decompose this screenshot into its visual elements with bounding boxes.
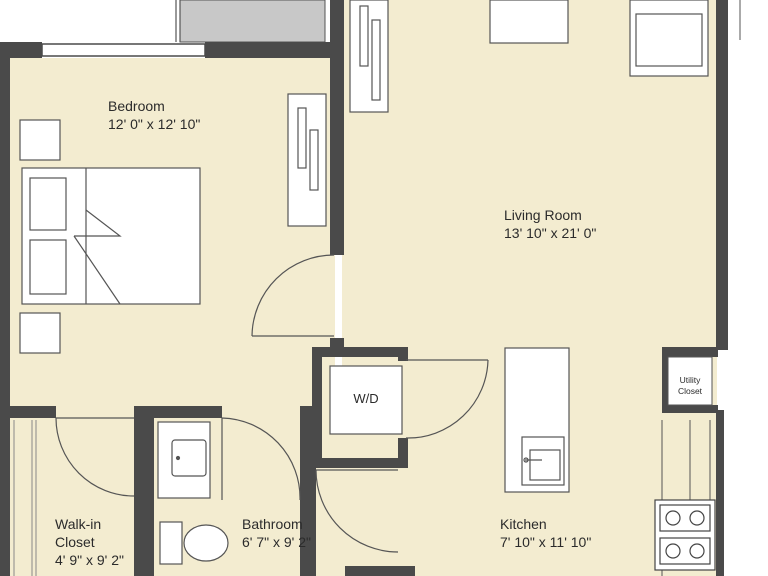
living-furniture xyxy=(489,0,709,77)
wall-wd-bottom xyxy=(312,458,407,468)
bedroom-dims: 12' 0" x 12' 10" xyxy=(108,116,200,132)
wall-bedroom-living-upper xyxy=(330,0,344,255)
bedroom-window xyxy=(41,43,206,57)
nightstand-bottom xyxy=(19,312,61,354)
kitchen-door xyxy=(315,469,399,553)
utility-closet-label-1: Utility xyxy=(680,375,702,385)
bedroom-wall-shelf xyxy=(287,93,327,227)
bathroom-door xyxy=(221,417,301,501)
walls xyxy=(0,0,728,576)
washer-dryer-label: W/D xyxy=(353,391,378,406)
wall-closet-bath xyxy=(134,406,154,576)
living-wall-shelf xyxy=(349,0,389,113)
walk-in-closet-dims: 4' 9" x 9' 2" xyxy=(55,552,124,568)
wall-wd-right-lower xyxy=(398,438,408,468)
sink-basin xyxy=(171,439,207,477)
pillow-1 xyxy=(29,177,67,231)
balcony-door xyxy=(175,0,181,42)
wall-wd-left xyxy=(312,347,322,467)
bathroom-dims: 6' 7" x 9' 2" xyxy=(242,534,311,550)
kitchen-name: Kitchen xyxy=(500,516,547,532)
kitchen-island xyxy=(504,347,570,493)
wall-left xyxy=(0,42,10,576)
washer-dryer xyxy=(329,365,403,435)
utility-closet-label-2: Closet xyxy=(678,386,703,396)
toilet-bowl xyxy=(183,524,229,562)
wall-right xyxy=(716,0,728,350)
bathroom-name: Bathroom xyxy=(242,516,303,532)
wall-bedroom-top-right xyxy=(205,42,335,58)
wall-utility-left xyxy=(662,347,668,412)
bedroom-door xyxy=(251,254,335,337)
bedroom-name: Bedroom xyxy=(108,98,165,114)
walk-in-closet-name-1: Walk-in xyxy=(55,516,101,532)
pillow-2 xyxy=(29,239,67,295)
wall-wd-top xyxy=(312,347,407,357)
toilet-tank xyxy=(159,521,183,565)
wd-door xyxy=(405,359,489,439)
wall-wd-right xyxy=(398,347,408,361)
living-room-dims: 13' 10" x 21' 0" xyxy=(504,225,596,241)
stove xyxy=(654,499,716,571)
sofa xyxy=(629,0,709,77)
closet-shelves xyxy=(13,420,37,576)
wall-utility-bottom xyxy=(662,405,718,413)
closet-door xyxy=(55,417,135,497)
wall-bottom-stub xyxy=(345,566,415,576)
nightstand-top xyxy=(19,119,61,161)
wall-right-lower xyxy=(716,410,724,576)
kitchen-dims: 7' 10" x 11' 10" xyxy=(500,534,591,550)
coffee-table xyxy=(489,0,569,44)
walk-in-closet-name-2: Closet xyxy=(55,534,95,550)
bedroom-furniture xyxy=(19,119,201,354)
wall-bedroom-top-left xyxy=(0,42,42,58)
wall-top-left-living xyxy=(330,0,344,4)
utility-closet-box xyxy=(667,356,713,406)
wall-bedroom-bottom-right xyxy=(134,406,222,418)
living-room-name: Living Room xyxy=(504,207,582,223)
balcony-area xyxy=(179,0,326,43)
bathroom-fixtures xyxy=(157,421,229,565)
kitchen-sink xyxy=(521,436,565,486)
wall-bedroom-bottom-left xyxy=(0,406,56,418)
wall-utility-top xyxy=(662,347,718,357)
